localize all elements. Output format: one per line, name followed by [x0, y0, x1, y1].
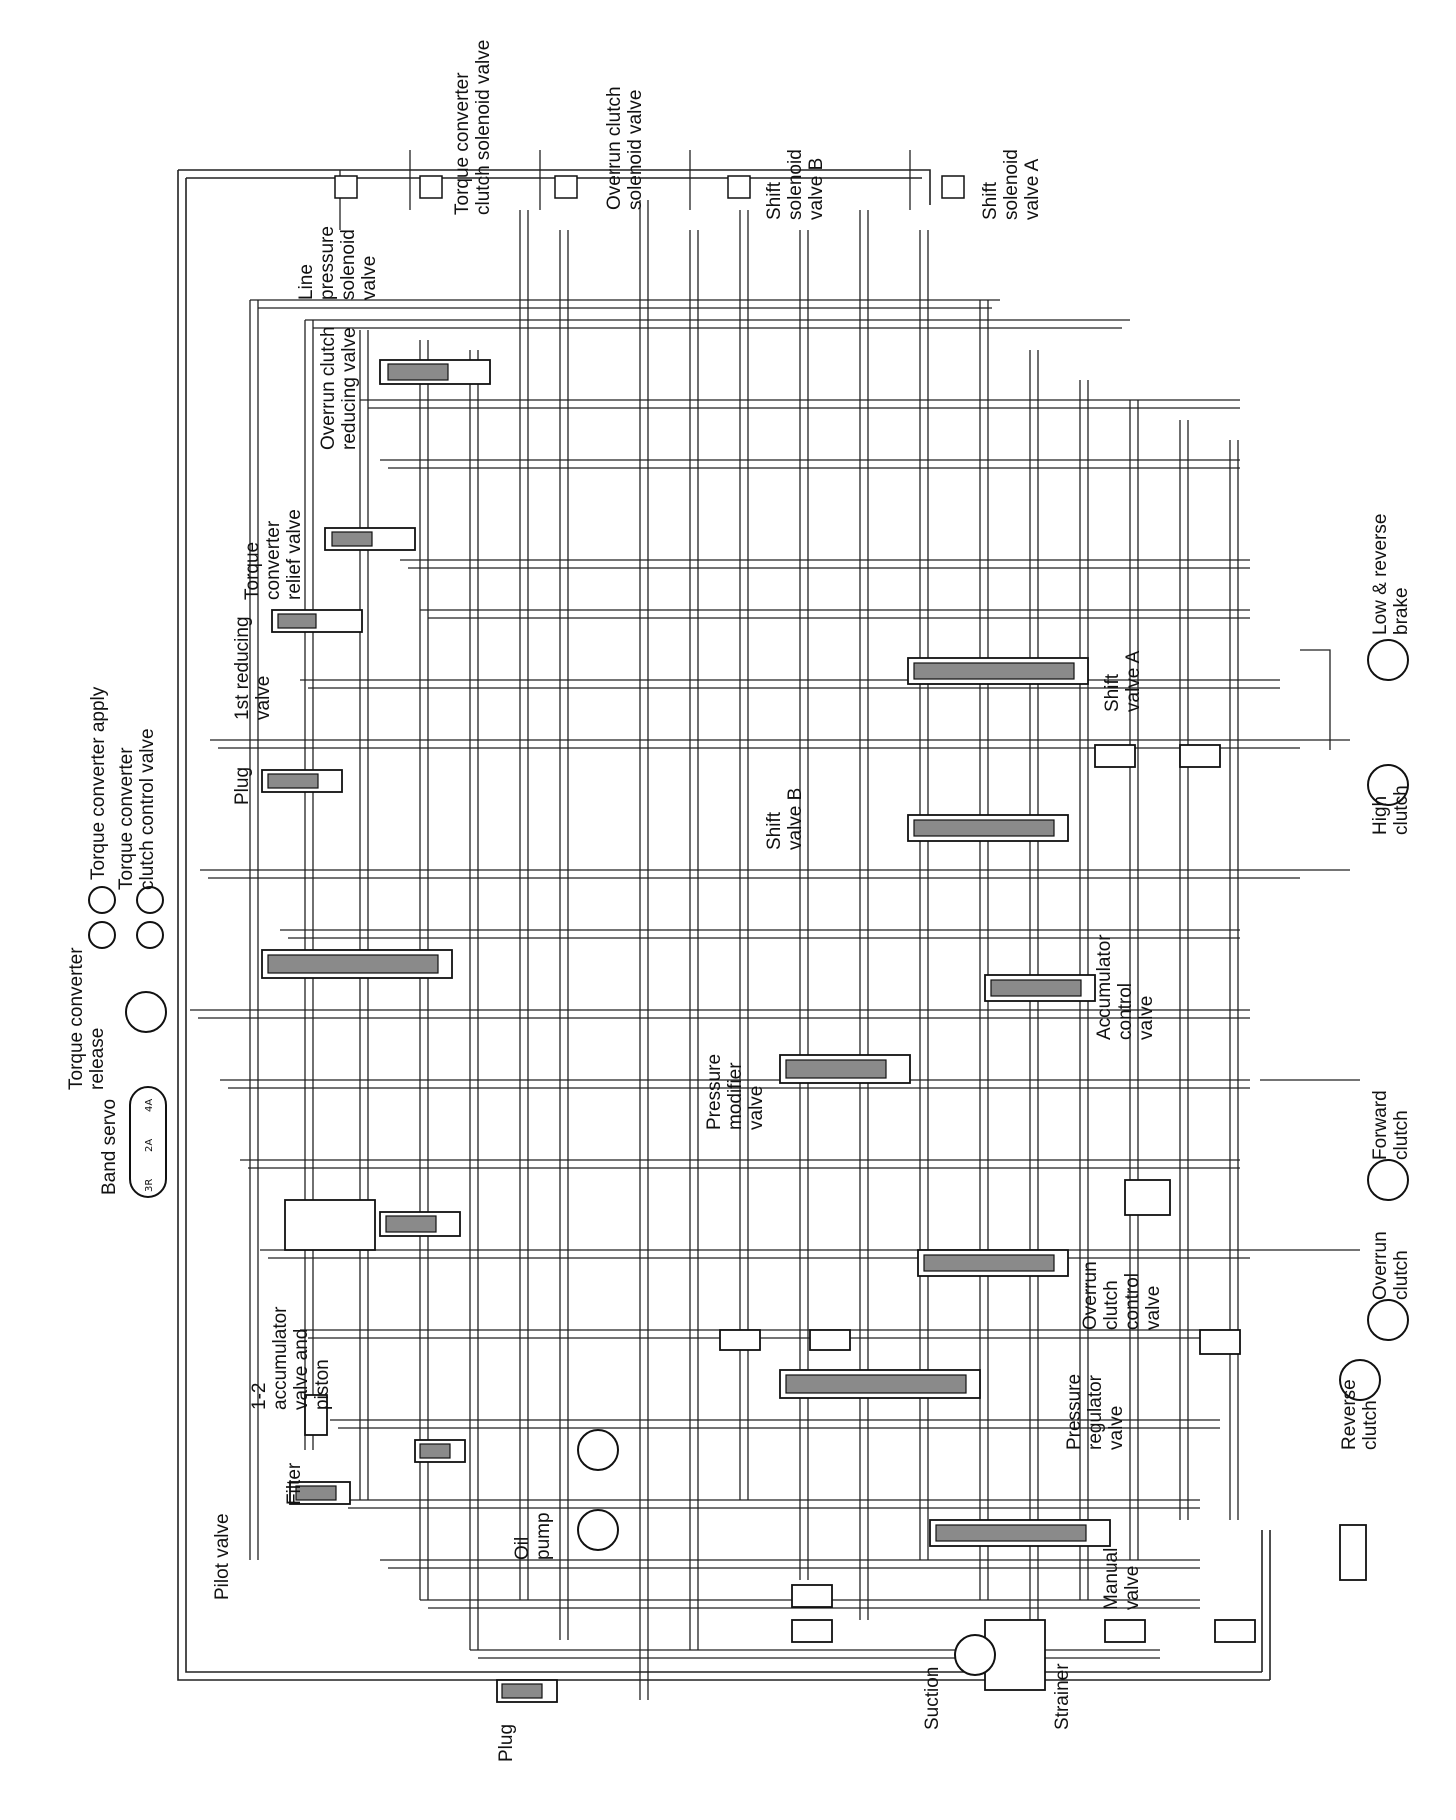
overrun-reducing-valve-spool	[387, 363, 449, 381]
manual-valve-spool	[935, 1524, 1087, 1542]
label-manual-valve: Manual valve	[1101, 1542, 1143, 1610]
label-forward-clutch: Forward clutch	[1370, 1085, 1412, 1160]
forward-clutch-check-body	[1124, 1179, 1171, 1216]
label-shift-valve-a: Shift valve A	[1102, 650, 1144, 712]
label-shift-solenoid-b: Shift solenoid valve B	[764, 144, 827, 220]
accumulator-control-valve-spool	[990, 979, 1082, 997]
label-band-servo-port-4a: 4A	[144, 1099, 155, 1112]
tc-release-icon	[125, 991, 167, 1033]
label-pressure-regulator: Pressure regulator valve	[1064, 1369, 1127, 1450]
label-tcc-solenoid: Torque converter clutch solenoid valve	[452, 40, 494, 215]
accumulator-12-valve-spool	[385, 1215, 437, 1233]
shift-valve-a-spool	[913, 662, 1075, 680]
high-clutch-icon	[1367, 764, 1409, 806]
tc-apply-circle-4	[136, 921, 164, 949]
tc-apply-circle-1	[88, 886, 116, 914]
label-oil-pump: Oil pump	[512, 1512, 554, 1560]
label-pilot-valve: Pilot valve	[212, 1513, 233, 1600]
label-tcc-control: Torque converter clutch control valve	[116, 728, 158, 890]
strainer-body	[984, 1619, 1046, 1691]
label-overrun-control: Overrun clutch control valve	[1080, 1256, 1164, 1330]
circles	[88, 639, 1409, 1676]
pressure-regulator-valve-spool	[785, 1374, 967, 1394]
small-check-valve-spool	[419, 1443, 451, 1459]
label-accumulator-12: 1-2 accumulator valve and piston	[249, 1301, 333, 1410]
oil-pump-icon	[577, 1509, 619, 1551]
band-servo-icon	[129, 1086, 167, 1198]
shift-valve-b-spool	[913, 819, 1055, 837]
filter-body	[304, 1394, 328, 1436]
label-high-clutch: High clutch	[1370, 785, 1412, 835]
check-ball-6	[1179, 744, 1221, 768]
solenoids	[334, 175, 965, 199]
check-ball-7	[1199, 1329, 1241, 1355]
plug-top-spool	[267, 773, 319, 789]
label-tc-relief: Torque converter relief valve	[242, 509, 305, 600]
label-accumulator-control: Accumulator control valve	[1094, 929, 1157, 1040]
reverse-clutch-icon	[1339, 1359, 1381, 1401]
check-ball-9	[1214, 1619, 1256, 1643]
label-overrun-clutch: Overrun clutch	[1370, 1226, 1412, 1300]
label-band-servo-port-3r: 3R	[144, 1179, 155, 1192]
check-ball-2	[809, 1329, 851, 1351]
line-pressure-solenoid-icon	[334, 175, 358, 199]
reverse-clutch-check	[1339, 1524, 1367, 1581]
shift-solenoid-b-icon	[727, 175, 751, 199]
check-ball-3	[791, 1619, 833, 1643]
check-ball-5	[1094, 744, 1136, 768]
label-tc-release: Torque converter release	[66, 942, 108, 1090]
low-reverse-brake-icon	[1367, 639, 1409, 681]
check-ball-4	[791, 1584, 833, 1608]
tc-apply-circle-3	[136, 886, 164, 914]
accumulator-12-piston	[284, 1199, 376, 1251]
overrun-solenoid-icon	[554, 175, 578, 199]
label-plug-top: Plug	[232, 767, 253, 805]
overrun-control-valve-spool	[923, 1254, 1055, 1272]
label-strainer: Strainer	[1052, 1663, 1073, 1730]
label-band-servo-port-2a: 2A	[144, 1139, 155, 1152]
label-tc-apply: Torque converter apply	[88, 686, 109, 880]
check-ball-1	[719, 1329, 761, 1351]
label-reverse-clutch: Reverse clutch	[1339, 1374, 1381, 1450]
suction-icon	[954, 1634, 996, 1676]
labels: Line pressure solenoid valve Torque conv…	[66, 40, 1412, 1762]
label-filter: Filter	[284, 1462, 305, 1505]
check-ball-8	[1104, 1619, 1146, 1643]
shift-solenoid-a-icon	[941, 175, 965, 199]
tc-apply-circle-2	[88, 921, 116, 949]
label-shift-valve-b: Shift valve B	[764, 788, 806, 850]
label-plug-bottom: Plug	[496, 1724, 517, 1762]
forward-clutch-icon	[1367, 1159, 1409, 1201]
label-pressure-modifier: Pressure modifier valve	[704, 1049, 767, 1130]
label-low-reverse-brake: Low & reverse brake	[1370, 508, 1412, 635]
valve-bodies	[261, 359, 1367, 1703]
tcc-control-valve-spool	[267, 954, 439, 974]
label-line-pressure-solenoid: Line pressure solenoid valve	[296, 221, 380, 300]
pilot-valve-spool	[295, 1485, 337, 1501]
first-reducing-valve-spool	[277, 613, 317, 629]
pressure-modifier-valve-spool	[785, 1059, 887, 1079]
tc-relief-valve-spool	[331, 531, 373, 547]
label-overrun-solenoid: Overrun clutch solenoid valve	[604, 81, 646, 210]
label-band-servo: Band servo	[99, 1099, 120, 1195]
label-first-reducing: 1st reducing valve	[232, 611, 274, 720]
label-overrun-reducing: Overrun clutch reducing valve	[318, 321, 360, 450]
label-shift-solenoid-a: Shift solenoid valve A	[980, 144, 1043, 220]
tcc-solenoid-icon	[419, 175, 443, 199]
overrun-clutch-icon	[1367, 1299, 1409, 1341]
plug-bottom-spool	[501, 1683, 543, 1699]
pump-circle-upper	[577, 1429, 619, 1471]
label-suction: Suction	[922, 1667, 943, 1730]
